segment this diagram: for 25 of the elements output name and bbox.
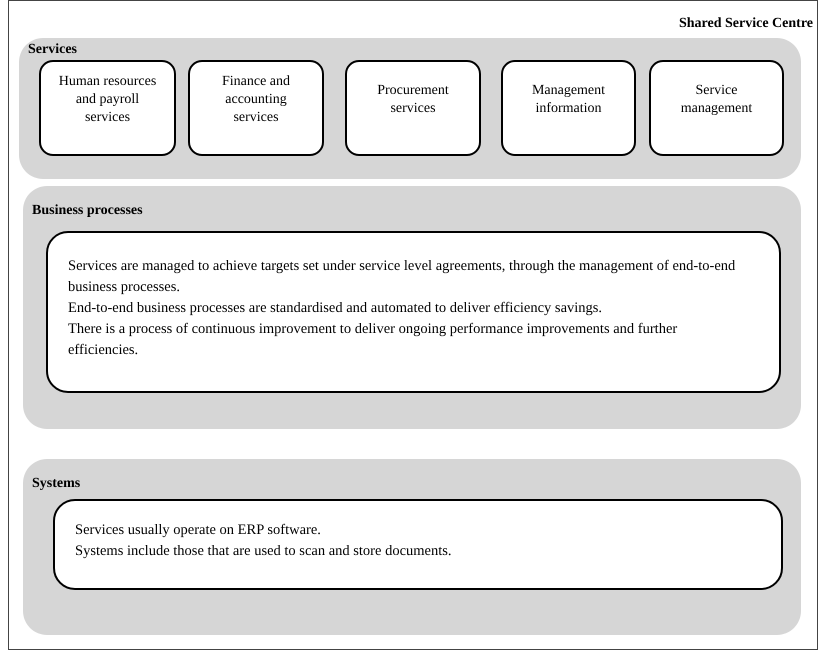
description-box <box>46 231 781 393</box>
service-box <box>345 60 481 156</box>
description-text: Services are managed to achieve targets set under service level agreements, through the management of end-to-end business processes. <box>68 256 736 296</box>
service-label: Procurement services <box>376 82 450 118</box>
description-text: End-to-end business processes are standardised and automated to deliver efficiency savings. <box>68 298 604 318</box>
description-text: Systems include those that are used to scan and store documents. <box>75 542 453 560</box>
service-box <box>501 60 636 156</box>
service-label: Management information <box>530 82 606 118</box>
outer-frame <box>8 0 818 650</box>
description-text: Services usually operate on ERP software. <box>75 520 322 540</box>
group-panel <box>19 38 801 179</box>
service-box <box>39 60 176 156</box>
frame-heading: Shared Service Centre <box>678 15 813 33</box>
service-label: Human resources and payroll services <box>58 73 158 127</box>
group-panel <box>23 459 801 635</box>
group-panel <box>23 186 801 429</box>
service-label: Finance and accounting services <box>220 73 292 127</box>
service-label: Service management <box>680 82 754 118</box>
panel-heading: Systems <box>32 475 80 493</box>
panel-heading: Services <box>28 42 77 58</box>
panel-heading: Business processes <box>32 202 143 220</box>
description-box <box>53 499 783 590</box>
service-box <box>649 60 784 156</box>
description-text: There is a process of continuous improvement to deliver ongoing performance improvements and further efficiencies. <box>68 320 678 360</box>
service-box <box>188 60 324 156</box>
